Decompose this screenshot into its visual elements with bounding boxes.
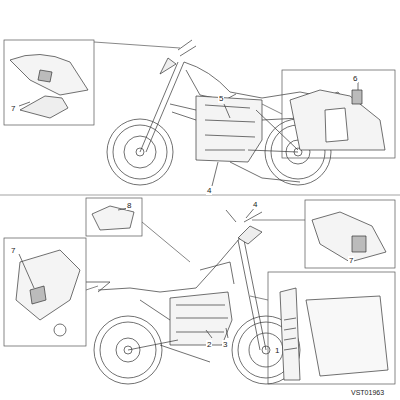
figure-code: VST01963	[350, 388, 385, 397]
callout-number: 4	[206, 186, 212, 195]
callout-number: 7	[10, 104, 16, 113]
callout-number: 1	[274, 346, 280, 355]
callout-number: 7	[10, 246, 16, 255]
callout-number: 7	[348, 256, 354, 265]
callout-number: 5	[218, 94, 224, 103]
callout-number: 8	[126, 201, 132, 210]
callout-number: 4	[252, 200, 258, 209]
callout-number: 2	[206, 340, 212, 349]
callout-number: 6	[352, 74, 358, 83]
callout-number: 3	[222, 340, 228, 349]
